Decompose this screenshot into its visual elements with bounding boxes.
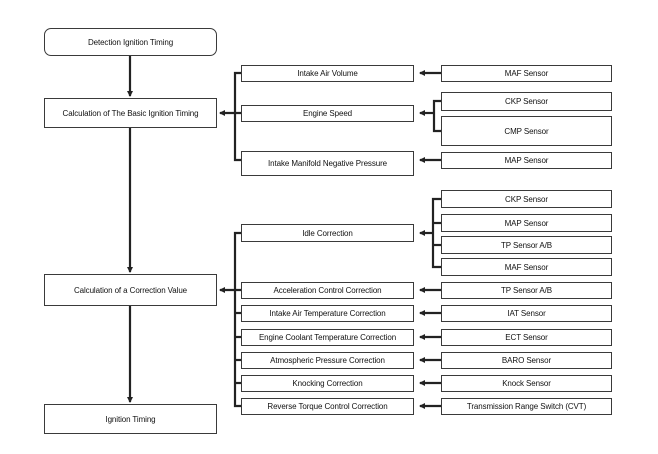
basic-ckp-sensor-label: CKP Sensor (505, 97, 548, 106)
basic-cmp-sensor-label: CMP Sensor (504, 126, 549, 136)
basic-ignition-timing-box: Calculation of The Basic Ignition Timing (44, 98, 217, 128)
idle-ckp-sensor-box: CKP Sensor (441, 190, 612, 208)
intake-air-temp-correction-label: Intake Air Temperature Correction (269, 309, 386, 318)
idle-tp-sensor-box: TP Sensor A/B (441, 236, 612, 254)
accel-tp-sensor-box: TP Sensor A/B (441, 282, 612, 299)
accel-tp-sensor-label: TP Sensor A/B (500, 286, 553, 295)
intake-air-temp-correction-box: Intake Air Temperature Correction (241, 305, 414, 322)
intake-air-volume-label: Intake Air Volume (297, 69, 358, 78)
idle-map-sensor-box: MAP Sensor (441, 214, 612, 232)
knock-sensor-box: Knock Sensor (441, 375, 612, 392)
detection-ignition-timing-label: Detection Ignition Timing (87, 37, 174, 47)
basic-ignition-timing-label: Calculation of The Basic Ignition Timing (62, 108, 199, 118)
knocking-correction-label: Knocking Correction (292, 379, 363, 388)
iat-sensor-label: IAT Sensor (507, 309, 546, 318)
knock-sensor-label: Knock Sensor (502, 379, 551, 388)
engine-speed-label: Engine Speed (302, 109, 353, 118)
baro-sensor-label: BARO Sensor (501, 356, 552, 365)
idle-ckp-sensor-label: CKP Sensor (505, 194, 548, 204)
baro-sensor-box: BARO Sensor (441, 352, 612, 369)
atmospheric-correction-box: Atmospheric Pressure Correction (241, 352, 414, 369)
iat-sensor-box: IAT Sensor (441, 305, 612, 322)
intake-manifold-pressure-box: Intake Manifold Negative Pressure (241, 151, 414, 176)
idle-maf-sensor-box: MAF Sensor (441, 258, 612, 276)
basic-cmp-sensor-box: CMP Sensor (441, 116, 612, 146)
intake-air-volume-box: Intake Air Volume (241, 65, 414, 82)
acceleration-correction-box: Acceleration Control Correction (241, 282, 414, 299)
coolant-temp-correction-label: Engine Coolant Temperature Correction (258, 333, 397, 342)
basic-ckp-sensor-box: CKP Sensor (441, 92, 612, 111)
ect-sensor-box: ECT Sensor (441, 329, 612, 346)
knocking-correction-box: Knocking Correction (241, 375, 414, 392)
ignition-timing-box: Ignition Timing (44, 404, 217, 434)
coolant-temp-correction-box: Engine Coolant Temperature Correction (241, 329, 414, 346)
acceleration-correction-label: Acceleration Control Correction (273, 286, 382, 295)
idle-maf-sensor-label: MAF Sensor (504, 262, 549, 272)
atmospheric-correction-label: Atmospheric Pressure Correction (270, 356, 385, 365)
basic-map-sensor-box: MAP Sensor (441, 152, 612, 169)
reverse-torque-correction-label: Reverse Torque Control Correction (267, 402, 388, 411)
correction-value-box: Calculation of a Correction Value (44, 274, 217, 306)
transmission-range-switch-box: Transmission Range Switch (CVT) (441, 398, 612, 415)
basic-maf-sensor-label: MAF Sensor (504, 69, 549, 78)
idle-correction-box: Idle Correction (241, 224, 414, 242)
ect-sensor-label: ECT Sensor (505, 333, 548, 342)
ignition-timing-label: Ignition Timing (105, 414, 156, 424)
basic-map-sensor-label: MAP Sensor (504, 156, 549, 165)
correction-value-label: Calculation of a Correction Value (73, 285, 188, 295)
basic-maf-sensor-box: MAF Sensor (441, 65, 612, 82)
idle-map-sensor-label: MAP Sensor (504, 218, 549, 228)
intake-manifold-pressure-label: Intake Manifold Negative Pressure (268, 159, 387, 168)
transmission-range-switch-label: Transmission Range Switch (CVT) (466, 402, 587, 411)
detection-ignition-timing-box: Detection Ignition Timing (44, 28, 217, 56)
idle-correction-label: Idle Correction (302, 228, 353, 238)
idle-tp-sensor-label: TP Sensor A/B (500, 240, 553, 250)
engine-speed-box: Engine Speed (241, 105, 414, 122)
reverse-torque-correction-box: Reverse Torque Control Correction (241, 398, 414, 415)
